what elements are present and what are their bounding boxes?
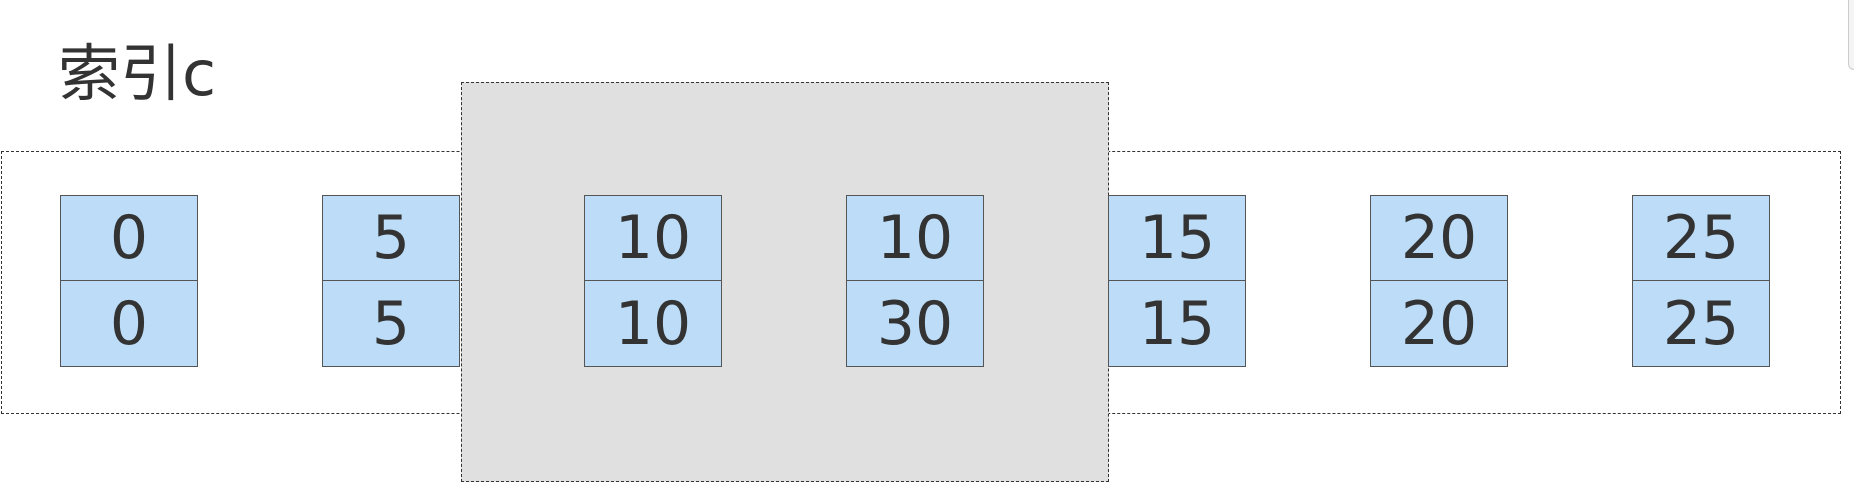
- primary-key-id: 15: [1138, 288, 1216, 359]
- index-entry: 15 15: [1108, 195, 1246, 367]
- index-key-c: 10: [847, 196, 983, 281]
- index-key-c: 25: [1633, 196, 1769, 281]
- index-entry: 0 0: [60, 195, 198, 367]
- index-key-c: 20: [1371, 196, 1507, 281]
- index-entry: 5 5: [322, 195, 460, 367]
- index-key-c: 5: [323, 196, 459, 281]
- primary-key-id: 5: [371, 288, 411, 359]
- gap-lock-region: [461, 82, 1109, 482]
- index-key-c: 0: [61, 196, 197, 281]
- index-key-c: 15: [1109, 196, 1245, 281]
- index-title: 索引c: [58, 37, 217, 110]
- window-edge-scrollbar[interactable]: [1848, 0, 1854, 70]
- index-entry: 10 10: [584, 195, 722, 367]
- primary-key-id: 20: [1400, 288, 1478, 359]
- index-key-c: 10: [585, 196, 721, 281]
- primary-key-id: 10: [614, 288, 692, 359]
- index-entry: 25 25: [1632, 195, 1770, 367]
- primary-key-id: 0: [109, 288, 149, 359]
- index-entry: 20 20: [1370, 195, 1508, 367]
- primary-key-id: 25: [1662, 288, 1740, 359]
- index-entry: 10 30: [846, 195, 984, 367]
- primary-key-id: 30: [876, 288, 954, 359]
